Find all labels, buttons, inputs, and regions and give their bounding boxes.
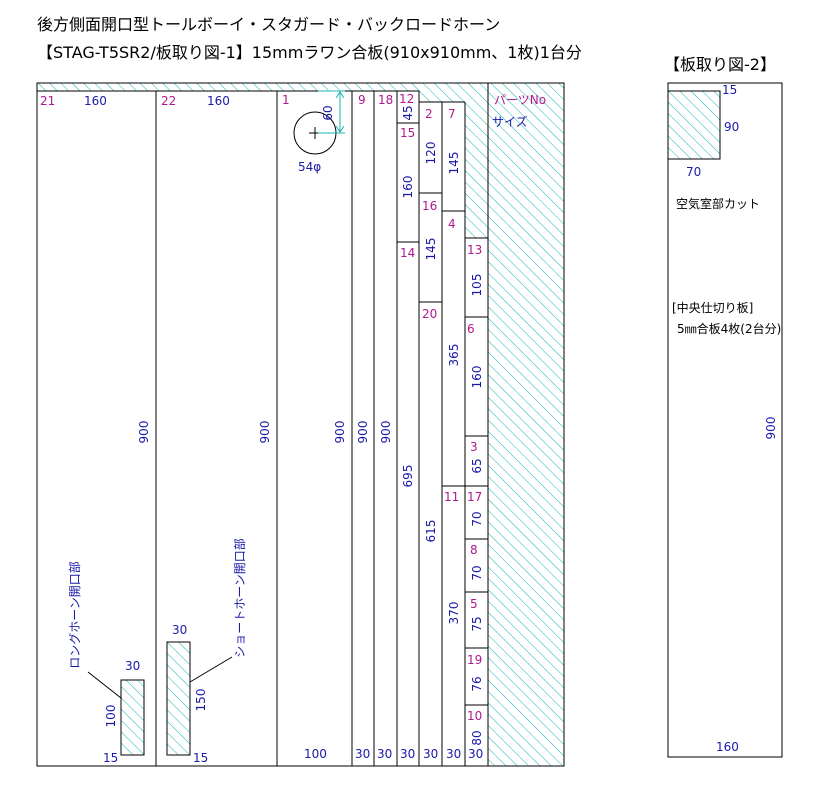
waste-strip-right xyxy=(488,83,564,766)
part-13-label: 13 xyxy=(467,243,482,257)
board-1: 21 22 1 9 18 12 15 14 2 16 20 7 4 11 13 … xyxy=(36,82,565,767)
dim-opening-15-b: 15 xyxy=(193,751,208,765)
board2-dim-15: 15 xyxy=(722,83,737,97)
dim-opening-100: 100 xyxy=(104,705,118,728)
part-5-label: 5 xyxy=(470,597,478,611)
dim-bottom-30-d: 30 xyxy=(423,747,438,761)
dim-105: 105 xyxy=(470,274,484,297)
dim-bottom-30-a: 30 xyxy=(355,747,370,761)
board2-dim-160: 160 xyxy=(716,740,739,754)
dim-76: 76 xyxy=(470,676,484,691)
dim-615: 615 xyxy=(424,520,438,543)
dim-h900-b: 900 xyxy=(258,421,272,444)
title-line-2: 【STAG-T5SR2/板取り図-1】15mmラワン合板(910x910mm、1… xyxy=(37,43,582,62)
dim-h900-e: 900 xyxy=(379,421,393,444)
part-19-label: 19 xyxy=(467,653,482,667)
waste-top-13 xyxy=(465,83,488,238)
dimension-60-marker xyxy=(318,90,345,134)
long-horn-label: ロングホーン開口部 xyxy=(67,561,82,668)
dim-70-a: 70 xyxy=(470,511,484,526)
title-line-1: 後方側面開口型トールボーイ・スタガード・バックロードホーン xyxy=(37,15,500,34)
part-21-label: 21 xyxy=(40,94,55,108)
board-2-outline xyxy=(667,82,783,758)
dim-opening-30-b: 30 xyxy=(172,623,187,637)
dim-370: 370 xyxy=(447,602,461,625)
air-chamber-label: 空気室部カット xyxy=(676,196,760,211)
dim-120: 120 xyxy=(424,142,438,165)
part-18-label: 18 xyxy=(378,93,393,107)
part-2-label: 2 xyxy=(425,107,433,121)
dim-w160-b: 160 xyxy=(207,94,230,108)
part-14-label: 14 xyxy=(400,246,415,260)
board2-dim-70: 70 xyxy=(686,165,701,179)
short-horn-leader xyxy=(189,656,233,683)
dim-opening-15-a: 15 xyxy=(103,751,118,765)
dim-bottom-30-c: 30 xyxy=(400,747,415,761)
board2-dim-90: 90 xyxy=(724,120,739,134)
part-16-label: 16 xyxy=(422,199,437,213)
short-horn-opening xyxy=(166,641,191,756)
part-6-label: 6 xyxy=(467,322,475,336)
dim-h900-a: 900 xyxy=(137,421,151,444)
part-7-label: 7 xyxy=(448,107,456,121)
dim-70-b: 70 xyxy=(470,565,484,580)
dim-365: 365 xyxy=(447,344,461,367)
dim-opening-30-a: 30 xyxy=(125,659,140,673)
dim-w160-a: 160 xyxy=(84,94,107,108)
long-horn-opening xyxy=(120,679,145,756)
center-partition-label: [中央仕切り板] xyxy=(672,300,753,315)
board2-dim-900: 900 xyxy=(764,417,778,440)
waste-top-7 xyxy=(442,83,465,102)
part-3-label: 3 xyxy=(470,440,478,454)
short-horn-label: ショートホーン開口部 xyxy=(232,538,247,657)
part-22-label: 22 xyxy=(161,94,176,108)
dim-160-a: 160 xyxy=(401,176,415,199)
part-1-label: 1 xyxy=(282,93,290,107)
dim-bottom-100: 100 xyxy=(304,747,327,761)
part-15-label: 15 xyxy=(400,126,415,140)
dim-80: 80 xyxy=(470,730,484,745)
dim-145-a: 145 xyxy=(424,238,438,261)
part-17-label: 17 xyxy=(467,490,482,504)
hole-diameter-label: 54φ xyxy=(298,160,321,174)
dim-65: 65 xyxy=(470,458,484,473)
parts-no-label: パーツNo xyxy=(494,93,546,107)
part-10-label: 10 xyxy=(467,709,482,723)
dim-bottom-30-b: 30 xyxy=(377,747,392,761)
part-9-label: 9 xyxy=(358,93,366,107)
dim-75: 75 xyxy=(470,616,484,631)
dim-h900-c: 900 xyxy=(333,421,347,444)
dim-bottom-30-f: 30 xyxy=(468,747,483,761)
dim-hole-60: 60 xyxy=(321,105,335,120)
waste-top-2 xyxy=(419,83,442,102)
size-label: サイズ xyxy=(492,114,528,129)
plywood-note: 5㎜合板4枚(2台分) xyxy=(677,321,781,336)
waste-strip-top xyxy=(37,83,419,91)
part-20-label: 20 xyxy=(422,307,437,321)
part-4-label: 4 xyxy=(448,217,456,231)
board-1-outline xyxy=(36,82,565,767)
board-2: 15 90 70 空気室部カット [中央仕切り板] 5㎜合板4枚(2台分) 90… xyxy=(667,82,783,758)
dim-45: 45 xyxy=(401,105,415,120)
dim-160-b: 160 xyxy=(470,366,484,389)
part-8-label: 8 xyxy=(470,543,478,557)
dim-145-b: 145 xyxy=(447,152,461,175)
board2-title: 【板取り図-2】 xyxy=(664,55,776,74)
part-12-label: 12 xyxy=(399,92,414,106)
air-chamber-cut xyxy=(667,90,721,160)
part-11-label: 11 xyxy=(444,490,459,504)
dim-bottom-30-e: 30 xyxy=(446,747,461,761)
dim-695: 695 xyxy=(401,465,415,488)
long-horn-leader xyxy=(87,671,122,699)
dim-opening-150: 150 xyxy=(194,689,208,712)
dim-h900-d: 900 xyxy=(356,421,370,444)
